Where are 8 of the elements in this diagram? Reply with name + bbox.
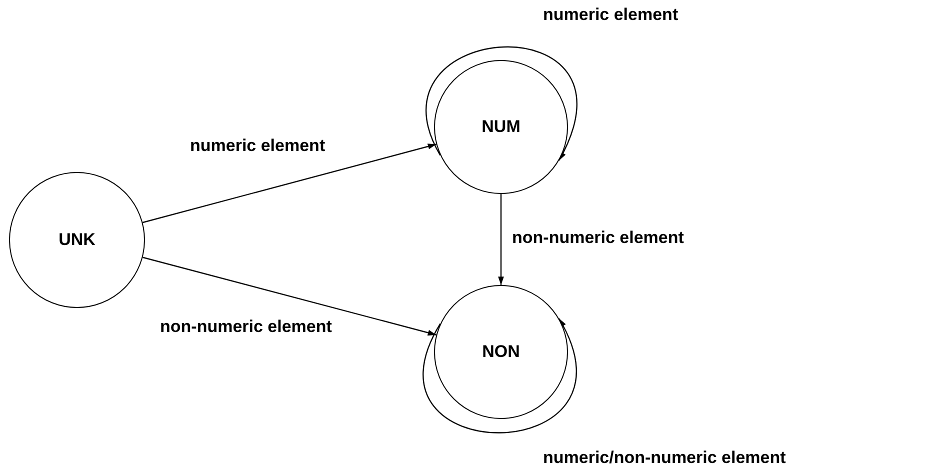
state-label: UNK xyxy=(58,230,96,250)
state-label: NUM xyxy=(482,117,520,137)
arrow xyxy=(142,144,436,224)
state-label: NON xyxy=(482,342,520,362)
arrow xyxy=(424,318,576,434)
arrow xyxy=(142,256,436,336)
arrow xyxy=(426,46,577,161)
arrow xyxy=(498,194,504,285)
